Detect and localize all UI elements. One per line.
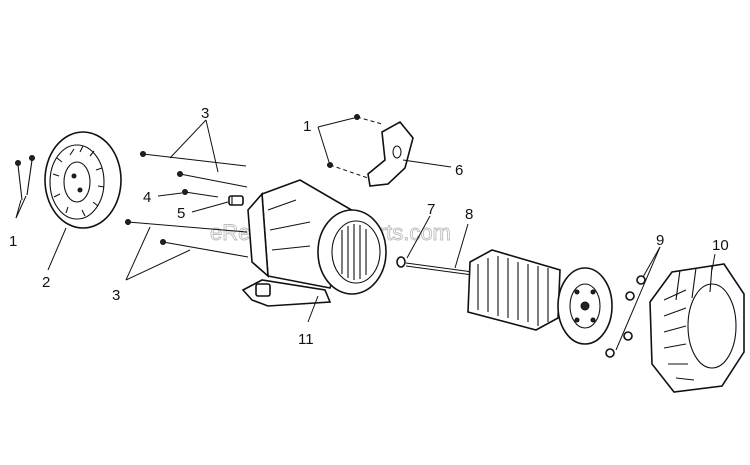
callout-7: 7 bbox=[427, 201, 435, 218]
leader-11 bbox=[307, 295, 319, 323]
leader-3-bottom bbox=[125, 226, 191, 281]
part-2-end-cover bbox=[44, 131, 122, 229]
callout-3-top: 3 bbox=[201, 105, 209, 122]
leader-2 bbox=[47, 227, 67, 271]
part-5-clip bbox=[228, 195, 244, 206]
leader-8 bbox=[454, 223, 469, 269]
part-6-bracket bbox=[327, 114, 414, 187]
callout-3-bottom: 3 bbox=[112, 287, 120, 304]
part-11-stator-housing bbox=[241, 179, 387, 307]
part-7-washer bbox=[396, 256, 406, 268]
callout-2: 2 bbox=[42, 274, 50, 291]
callout-8: 8 bbox=[465, 206, 473, 223]
leader-3-top bbox=[169, 119, 219, 173]
leader-1-left bbox=[15, 195, 27, 219]
part-4-screw bbox=[182, 189, 219, 198]
callout-1-top: 1 bbox=[303, 118, 311, 135]
leader-5 bbox=[191, 201, 229, 213]
part-1-bolts-left bbox=[15, 155, 35, 201]
callout-9: 9 bbox=[656, 232, 664, 249]
part-9-nuts bbox=[605, 275, 646, 358]
callout-6: 6 bbox=[455, 162, 463, 179]
leader-6 bbox=[402, 159, 452, 168]
part-10-fan-guard bbox=[649, 263, 745, 393]
callout-4: 4 bbox=[143, 189, 151, 206]
callout-11: 11 bbox=[298, 331, 314, 348]
leader-10 bbox=[711, 253, 716, 271]
leader-1-top bbox=[317, 117, 355, 163]
leader-4 bbox=[157, 192, 183, 197]
leader-7 bbox=[406, 215, 431, 259]
part-8-rotor-assembly bbox=[405, 249, 613, 345]
part-3-through-bolts bbox=[125, 151, 249, 258]
callout-10: 10 bbox=[712, 237, 729, 254]
leader-9 bbox=[615, 246, 661, 351]
callout-5: 5 bbox=[177, 205, 185, 222]
callout-1-left: 1 bbox=[9, 233, 17, 250]
